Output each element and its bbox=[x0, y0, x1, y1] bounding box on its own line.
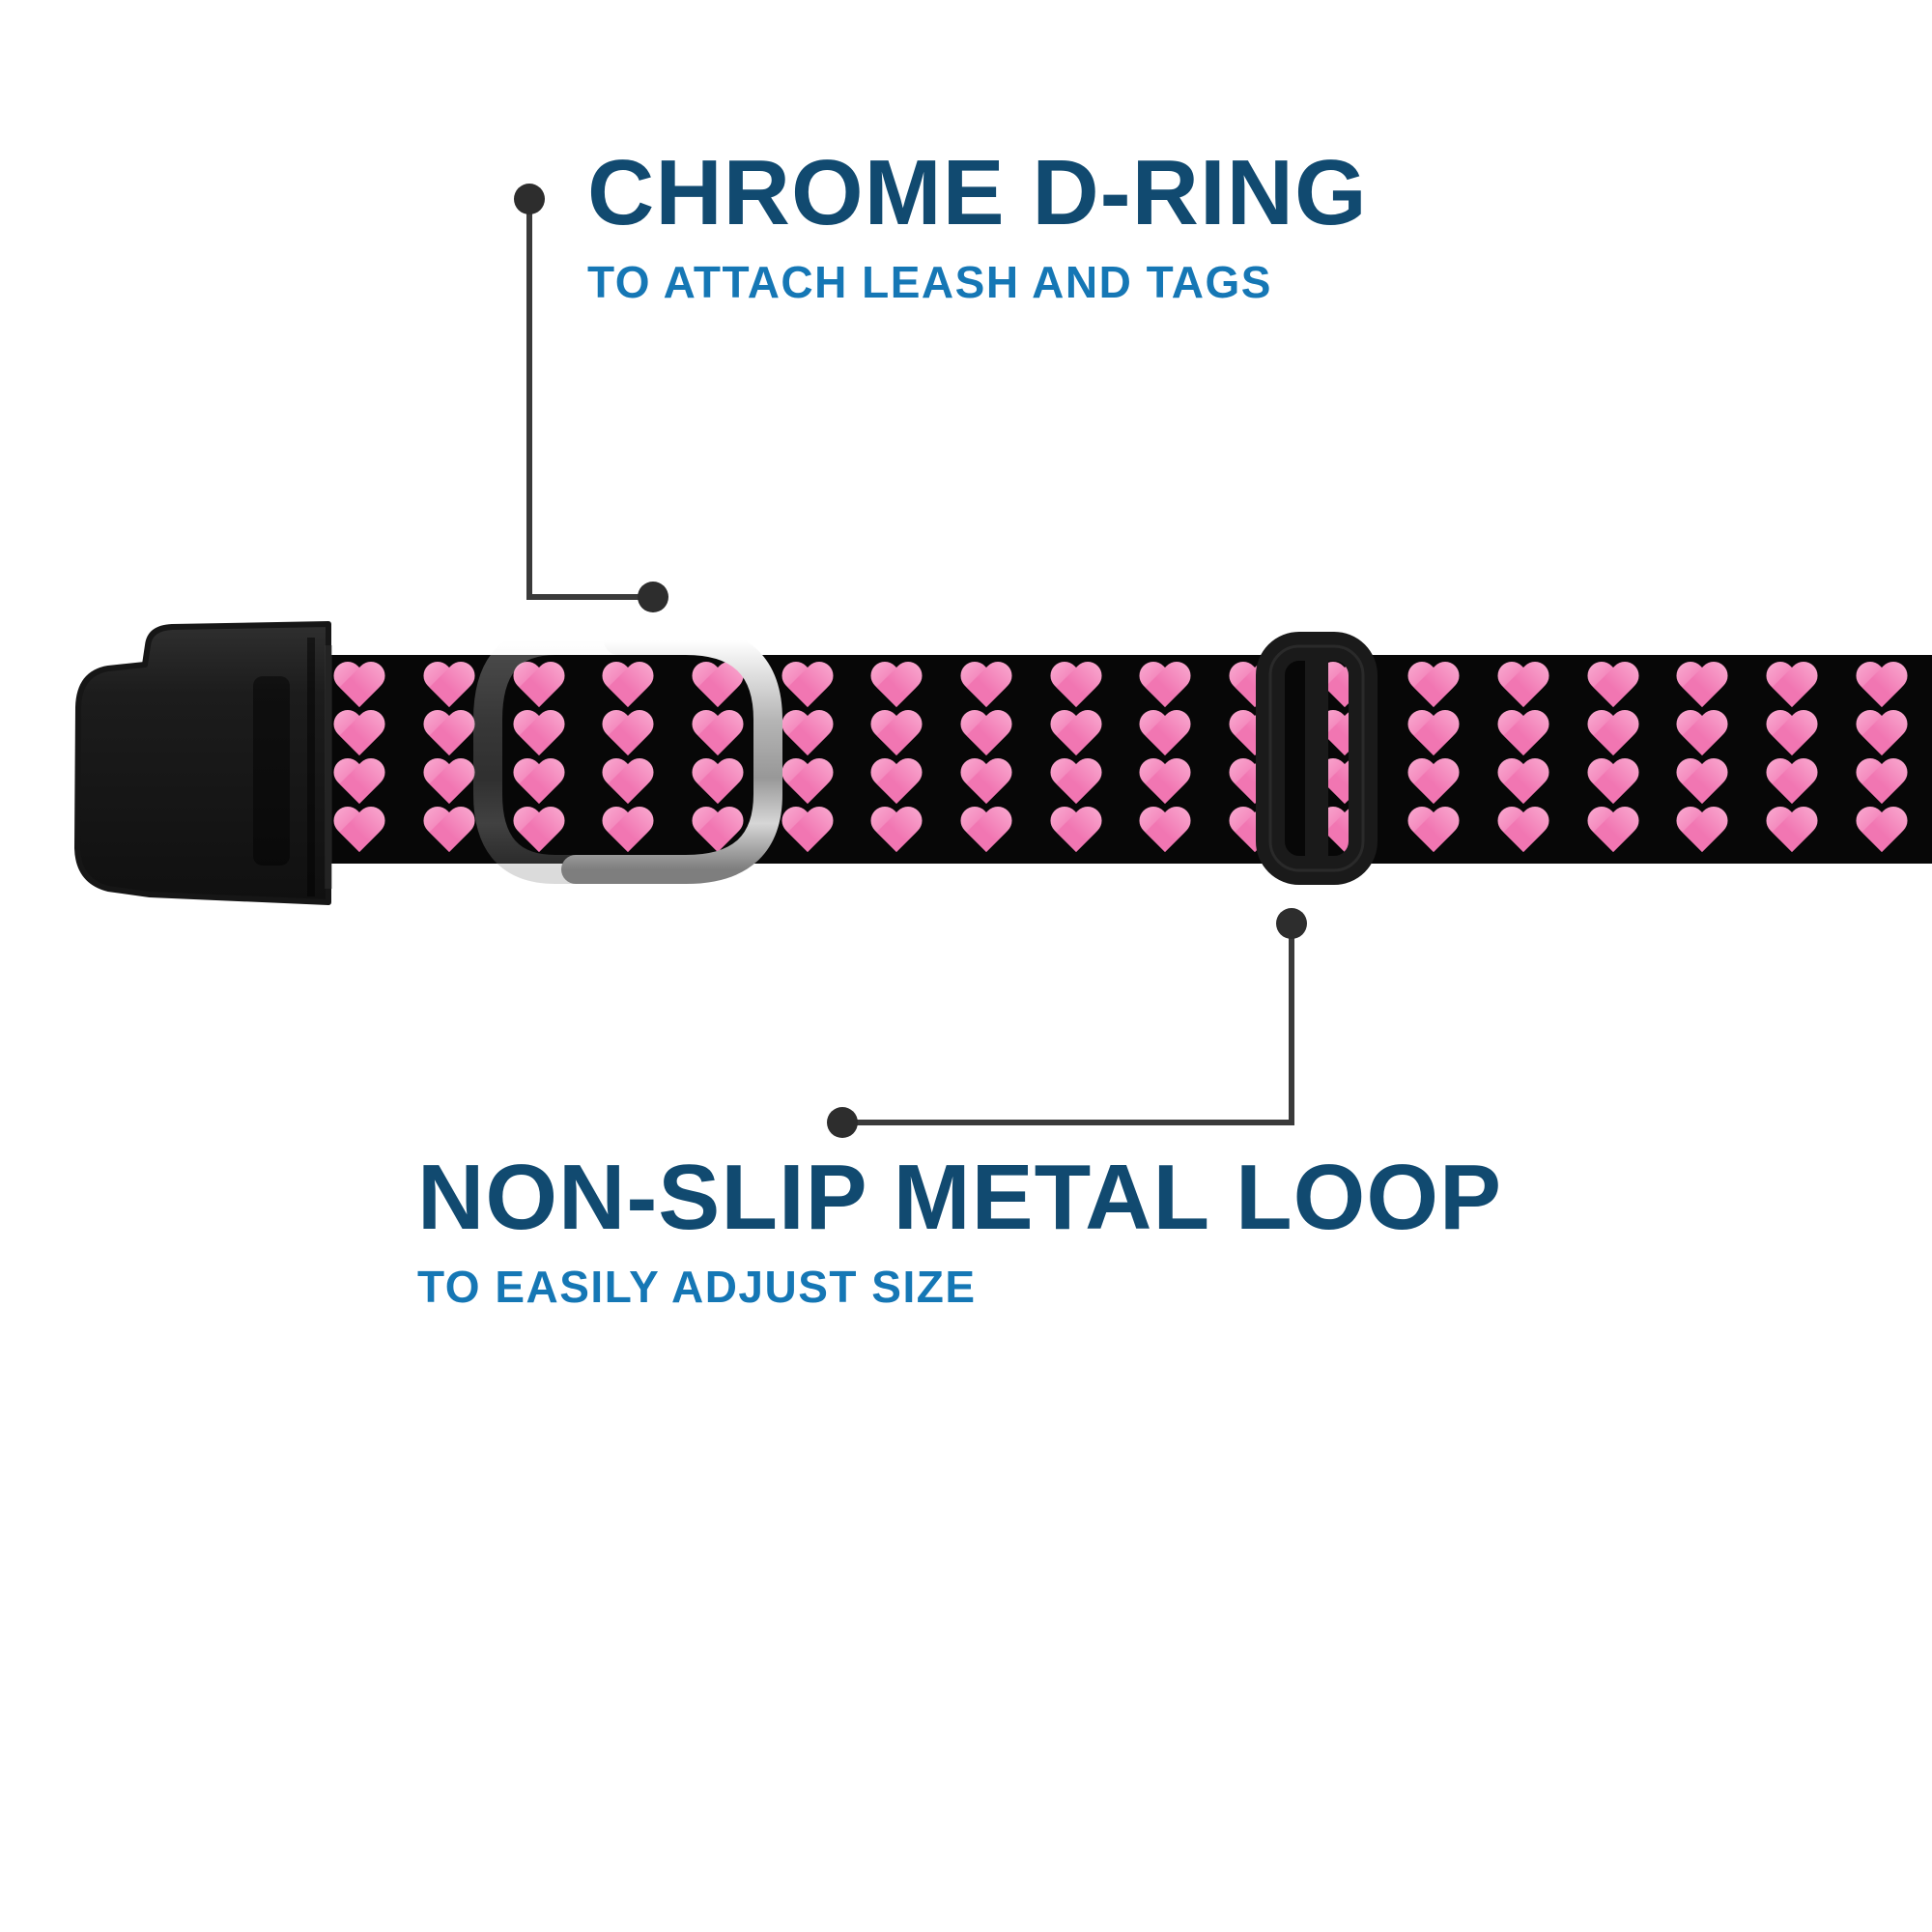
heart-icon bbox=[1137, 759, 1193, 808]
heart-icon bbox=[1227, 711, 1283, 759]
heart-icon bbox=[600, 759, 656, 808]
heart-icon bbox=[1048, 759, 1104, 808]
heart-icon bbox=[421, 711, 477, 759]
heart-icon bbox=[1048, 808, 1104, 856]
heart-icon bbox=[1317, 663, 1373, 711]
heart-icon bbox=[600, 663, 656, 711]
heart-icon bbox=[1764, 663, 1820, 711]
heart-icon bbox=[600, 711, 656, 759]
heart-icon bbox=[331, 663, 387, 711]
callout-metal-loop: NON-SLIP METAL LOOP TO EASILY ADJUST SIZ… bbox=[417, 1146, 1503, 1313]
heart-icon bbox=[1674, 759, 1730, 808]
heart-icon bbox=[1317, 808, 1373, 856]
heart-icon bbox=[1495, 663, 1551, 711]
heart-icon bbox=[868, 759, 924, 808]
callout-dot bbox=[514, 184, 545, 214]
heart-icon bbox=[1495, 711, 1551, 759]
heart-icon bbox=[1674, 663, 1730, 711]
heart-icon bbox=[511, 711, 567, 759]
heart-icon bbox=[868, 663, 924, 711]
heart-icon bbox=[1406, 711, 1462, 759]
heart-icon bbox=[690, 759, 746, 808]
heart-icon bbox=[1495, 808, 1551, 856]
heart-icon bbox=[600, 808, 656, 856]
heart-icon bbox=[780, 663, 836, 711]
heart-icon bbox=[1048, 711, 1104, 759]
heart-icon bbox=[1585, 663, 1641, 711]
heart-icon bbox=[1227, 808, 1283, 856]
callout-d-ring: CHROME D-RING TO ATTACH LEASH AND TAGS bbox=[587, 141, 1368, 308]
heart-icon bbox=[1227, 759, 1283, 808]
heart-icon bbox=[1585, 808, 1641, 856]
heart-icon bbox=[1674, 808, 1730, 856]
heart-icon bbox=[1854, 663, 1910, 711]
heart-icon bbox=[690, 711, 746, 759]
heart-icon bbox=[958, 663, 1014, 711]
heart-icon bbox=[1764, 808, 1820, 856]
heart-icon bbox=[331, 711, 387, 759]
heart-icon bbox=[1764, 759, 1820, 808]
heart-pattern-webbing bbox=[309, 655, 1932, 864]
heart-icon bbox=[690, 808, 746, 856]
heart-icon bbox=[1854, 759, 1910, 808]
heart-icon bbox=[958, 759, 1014, 808]
callout-dot bbox=[827, 1107, 858, 1138]
callout-subtitle: TO ATTACH LEASH AND TAGS bbox=[587, 256, 1272, 307]
heart-icon bbox=[1137, 808, 1193, 856]
callout-subtitle: TO EASILY ADJUST SIZE bbox=[417, 1261, 977, 1312]
heart-icon bbox=[1495, 759, 1551, 808]
heart-icon bbox=[1317, 759, 1373, 808]
heart-icon bbox=[868, 711, 924, 759]
heart-icon bbox=[511, 663, 567, 711]
heart-icon bbox=[1406, 663, 1462, 711]
heart-icon bbox=[1764, 711, 1820, 759]
heart-icon bbox=[331, 759, 387, 808]
heart-icon bbox=[1227, 663, 1283, 711]
heart-icon bbox=[1854, 711, 1910, 759]
heart-icon bbox=[421, 663, 477, 711]
heart-icon bbox=[421, 808, 477, 856]
callout-title: NON-SLIP METAL LOOP bbox=[417, 1146, 1503, 1249]
heart-icon bbox=[1674, 711, 1730, 759]
heart-icon bbox=[1854, 808, 1910, 856]
callout-line-metal-loop bbox=[827, 908, 1307, 1138]
heart-icon bbox=[511, 759, 567, 808]
heart-icon bbox=[780, 711, 836, 759]
heart-icon bbox=[1137, 663, 1193, 711]
heart-icon bbox=[421, 759, 477, 808]
heart-icon bbox=[780, 808, 836, 856]
heart-icon bbox=[1406, 759, 1462, 808]
side-release-buckle bbox=[74, 621, 332, 905]
callout-title: CHROME D-RING bbox=[587, 141, 1368, 244]
heart-icon bbox=[1317, 711, 1373, 759]
heart-icon bbox=[331, 808, 387, 856]
heart-icon bbox=[958, 711, 1014, 759]
heart-icon bbox=[511, 808, 567, 856]
heart-icon bbox=[780, 759, 836, 808]
heart-icon bbox=[868, 808, 924, 856]
heart-icon bbox=[1585, 759, 1641, 808]
heart-icon bbox=[958, 808, 1014, 856]
heart-icon bbox=[1585, 711, 1641, 759]
heart-icon bbox=[1048, 663, 1104, 711]
callout-dot bbox=[1276, 908, 1307, 939]
callout-dot bbox=[638, 582, 668, 612]
heart-grid bbox=[315, 663, 1926, 856]
heart-icon bbox=[1137, 711, 1193, 759]
heart-icon bbox=[690, 663, 746, 711]
heart-icon bbox=[1406, 808, 1462, 856]
